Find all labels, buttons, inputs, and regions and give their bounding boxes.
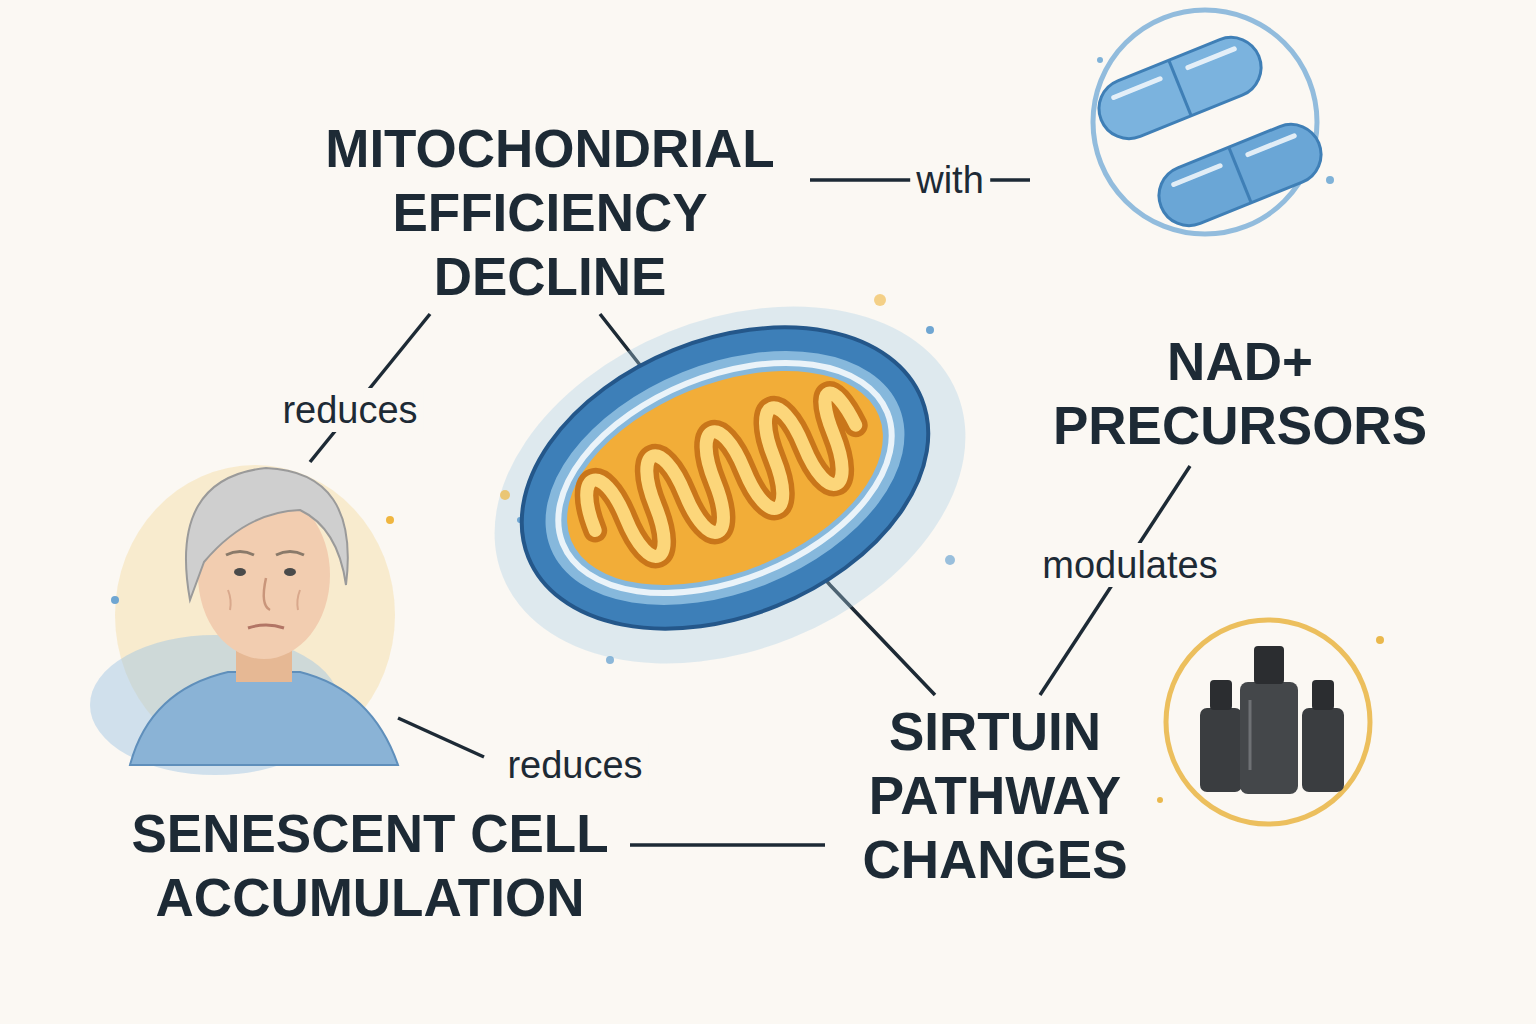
mitochondrion-illustration	[441, 240, 1019, 730]
node-title: NAD+ PRECURSORS	[1030, 330, 1450, 458]
node-title: SENESCENT CELL ACCUMULATION	[110, 802, 630, 930]
concept-node: MITOCHONDRIAL EFFICIENCY DECLINE	[290, 112, 810, 314]
edge-label: with	[910, 158, 990, 202]
concept-node: NAD+ PRECURSORS	[1030, 12, 1450, 466]
node-title: MITOCHONDRIAL EFFICIENCY DECLINE	[290, 117, 810, 309]
concept-node: SENESCENT CELL ACCUMULATION	[110, 462, 630, 938]
elderly-woman-illustration	[90, 465, 398, 775]
connector-line	[630, 843, 825, 847]
node-title: SIRTUIN PATHWAY CHANGES	[825, 700, 1165, 892]
bottles-illustration	[1157, 620, 1384, 824]
annotation-label: reduces	[501, 743, 648, 787]
edge-label: modulates	[1036, 543, 1223, 587]
leader-line	[398, 718, 484, 757]
edge-label: reduces	[276, 388, 423, 432]
pills-illustration	[1090, 10, 1334, 235]
concept-node: SIRTUIN PATHWAY CHANGES	[825, 695, 1165, 897]
